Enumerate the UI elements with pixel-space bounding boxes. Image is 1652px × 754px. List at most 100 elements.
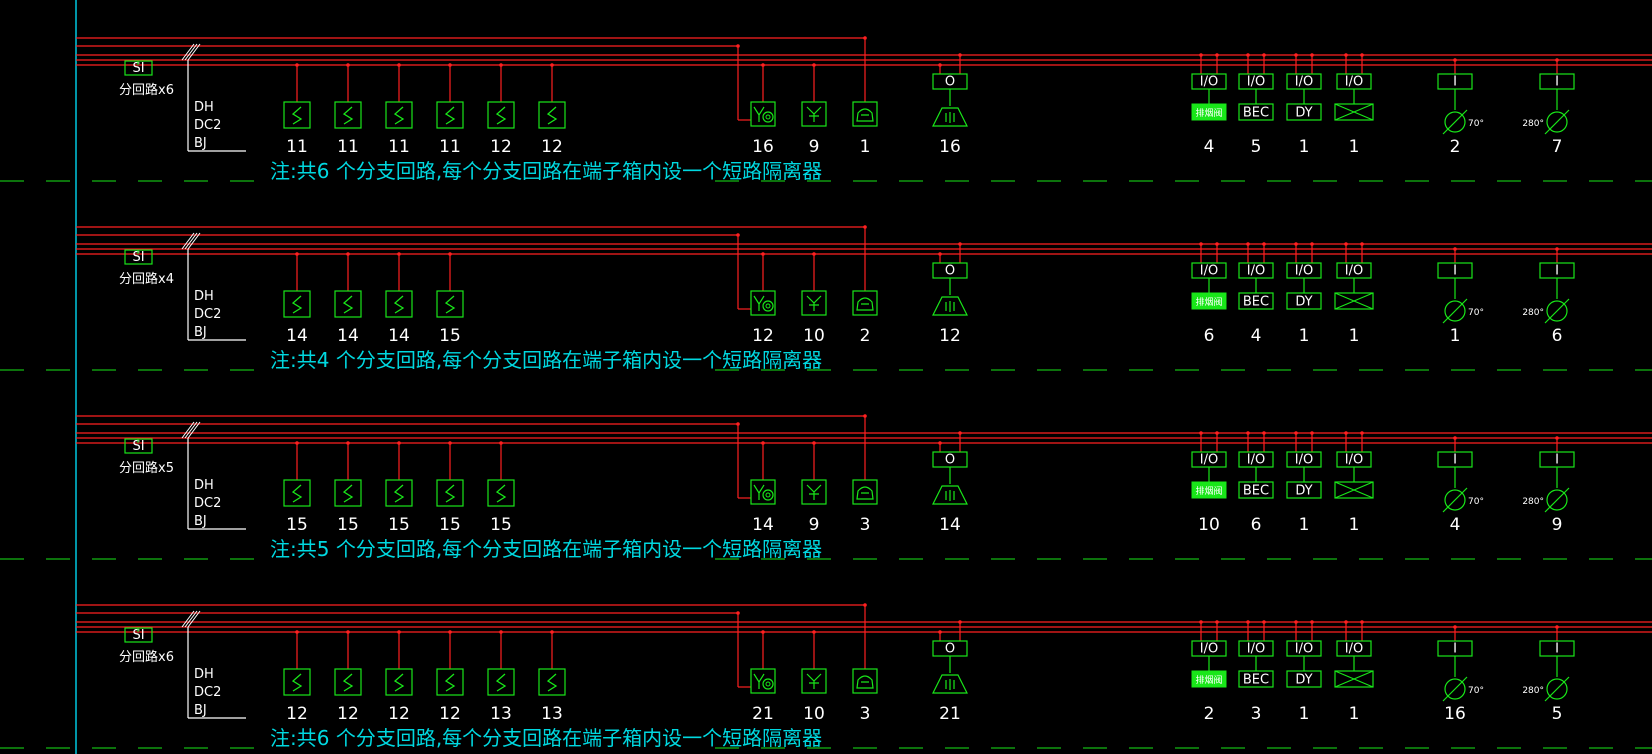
junction-dot xyxy=(1555,247,1559,251)
junction-dot xyxy=(1294,431,1298,435)
io-module-label: I/O xyxy=(1247,264,1265,279)
junction-dot xyxy=(448,63,452,67)
detector-box xyxy=(538,668,566,696)
sounder-shape xyxy=(932,674,968,694)
junction-dot xyxy=(397,63,401,67)
detector-zigzag xyxy=(444,484,456,503)
junction-dot xyxy=(448,630,452,634)
smoke-detector-icon xyxy=(334,668,362,696)
junction-dot xyxy=(1360,242,1364,246)
manual-alarm-icon xyxy=(750,101,776,127)
damper-cross xyxy=(1334,670,1374,688)
bec-box xyxy=(1238,103,1274,121)
module-count: 1 xyxy=(1299,704,1310,724)
module-count: 1 xyxy=(1349,515,1360,535)
alarm-glyph xyxy=(753,673,765,689)
fan-label: 排烟阀 xyxy=(1195,296,1222,308)
wire-slash xyxy=(184,610,198,628)
detector-count: 12 xyxy=(439,704,461,724)
wire-slash xyxy=(187,610,201,628)
junction-dot xyxy=(1199,53,1203,57)
valve-circle xyxy=(1546,489,1568,511)
damper-icon xyxy=(1334,481,1374,499)
io-module-label: I/O xyxy=(1247,453,1265,468)
smoke-detector-icon xyxy=(283,290,311,318)
io-module-label: I/O xyxy=(1345,642,1363,657)
smoke-detector-icon xyxy=(487,101,515,129)
valve-count: 7 xyxy=(1552,137,1563,157)
junction-dot xyxy=(1215,431,1219,435)
junction-dot xyxy=(448,252,452,256)
hydrant-glyph xyxy=(806,673,822,689)
dy-label: DY xyxy=(1295,673,1312,688)
junction-dot xyxy=(499,63,503,67)
smoke-detector-icon xyxy=(487,668,515,696)
junction-dot xyxy=(1310,242,1314,246)
sounder-icon xyxy=(932,674,968,694)
junction-dot xyxy=(938,63,942,67)
module-count: 6 xyxy=(1204,326,1215,346)
telephone-glyph xyxy=(856,108,874,122)
junction-dot xyxy=(550,63,554,67)
row-note: 注:共6 个分支回路,每个分支回路在端子箱内设一个短路隔离器 xyxy=(270,726,822,750)
detector-count: 11 xyxy=(286,137,308,157)
valve-slash xyxy=(1544,298,1570,324)
wire-label-bj: BJ xyxy=(194,325,207,340)
output-module-label: O xyxy=(945,453,955,468)
module-count: 4 xyxy=(1204,137,1215,157)
special-box xyxy=(852,668,878,694)
junction-dot xyxy=(346,252,350,256)
wire-label-bj: BJ xyxy=(194,703,207,718)
junction-dot xyxy=(499,441,503,445)
junction-dot xyxy=(736,44,740,48)
special-count: 16 xyxy=(752,137,774,157)
wire-slash xyxy=(184,43,198,61)
detector-box xyxy=(436,479,464,507)
valve-temp-label: 70° xyxy=(1468,308,1484,318)
io-module-label: I/O xyxy=(1295,264,1313,279)
sounder-count: 14 xyxy=(939,515,961,535)
detector-count: 14 xyxy=(286,326,308,346)
junction-dot xyxy=(295,252,299,256)
detector-count: 14 xyxy=(388,326,410,346)
row-note: 注:共6 个分支回路,每个分支回路在端子箱内设一个短路隔离器 xyxy=(270,159,822,183)
detector-zigzag xyxy=(291,484,303,503)
smoke-detector-icon xyxy=(436,101,464,129)
si-label: SI xyxy=(132,628,144,643)
junction-dot xyxy=(958,53,962,57)
dy-label: DY xyxy=(1295,484,1312,499)
junction-dot xyxy=(346,630,350,634)
wire-label-dh: DH xyxy=(194,100,214,115)
smoke-detector-icon xyxy=(436,668,464,696)
io-module-label: I/O xyxy=(1345,453,1363,468)
junction-dot xyxy=(938,252,942,256)
io-module-label: I/O xyxy=(1295,453,1313,468)
input-module-label: I xyxy=(1555,264,1559,279)
fan-box xyxy=(1191,103,1227,121)
junction-dot xyxy=(1344,242,1348,246)
damper-cross xyxy=(1334,481,1374,499)
dy-box xyxy=(1286,670,1322,688)
valve-count: 16 xyxy=(1444,704,1466,724)
manual-alarm-icon xyxy=(750,668,776,694)
junction-dot xyxy=(448,441,452,445)
detector-box xyxy=(436,101,464,129)
detector-count: 12 xyxy=(286,704,308,724)
junction-dot xyxy=(736,233,740,237)
junction-dot xyxy=(863,414,867,418)
valve-slash xyxy=(1544,487,1570,513)
telephone-icon xyxy=(852,290,878,316)
special-box xyxy=(852,290,878,316)
valve-circle xyxy=(1444,300,1466,322)
junction-dot xyxy=(812,630,816,634)
fan-box xyxy=(1191,670,1227,688)
detector-count: 15 xyxy=(388,515,410,535)
detector-count: 13 xyxy=(490,704,512,724)
module-count: 1 xyxy=(1349,704,1360,724)
junction-dot xyxy=(1246,620,1250,624)
valve-circle xyxy=(1546,300,1568,322)
junction-dot xyxy=(499,630,503,634)
bec-box xyxy=(1238,292,1274,310)
